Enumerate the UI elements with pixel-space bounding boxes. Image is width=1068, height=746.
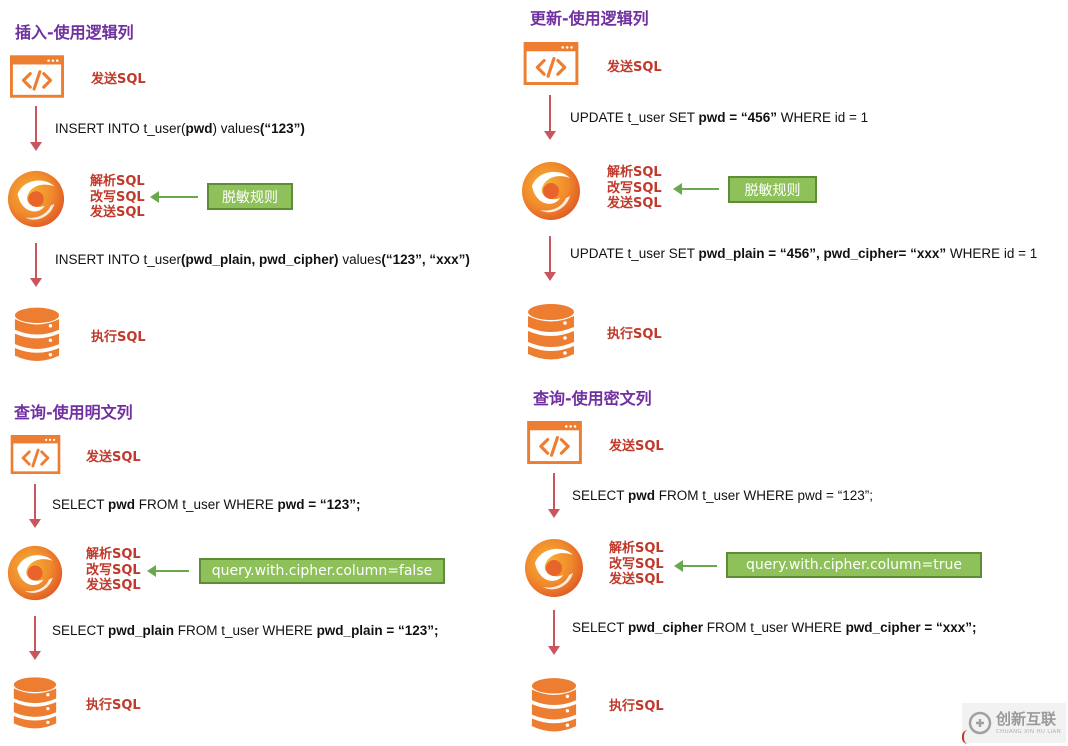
- update-panel-title: 更新-使用逻辑列: [530, 9, 649, 28]
- send-sql-label: 发送SQL: [607, 60, 662, 75]
- query-cipher-actual-sql: SELECT pwd_cipher FROM t_user WHERE pwd_…: [572, 620, 976, 635]
- sql-segment: FROM t_user WHERE: [174, 623, 317, 638]
- sql-segment: pwd_plain = “456”, pwd_cipher= “xxx”: [698, 246, 947, 261]
- send-sql-label: 发送SQL: [609, 439, 664, 454]
- sql-segment: WHERE id = 1: [776, 110, 869, 125]
- sql-segment: FROM t_user WHERE: [135, 497, 278, 512]
- down-arrow: [30, 243, 42, 287]
- send-sql-label: 发送SQL: [91, 72, 146, 87]
- send-sql-label: 发送SQL: [609, 572, 664, 587]
- encrypt-rule-box: 脱敏规则: [207, 183, 293, 210]
- encrypt-rule-box: 脱敏规则: [728, 176, 817, 203]
- process-labels: 解析SQL 改写SQL 发送SQL: [609, 541, 664, 588]
- left-arrow: [673, 183, 719, 195]
- query-plain-logical-sql: SELECT pwd FROM t_user WHERE pwd = “123”…: [52, 497, 360, 512]
- code-icon: [523, 42, 579, 85]
- code-icon: [9, 435, 62, 474]
- shardingsphere-logo-icon: [6, 544, 64, 602]
- query-config-box: query.with.cipher.column=false: [199, 558, 445, 584]
- watermark-accent: [962, 730, 970, 744]
- process-labels: 解析SQL 改写SQL 发送SQL: [607, 165, 662, 212]
- parse-sql-label: 解析SQL: [607, 165, 662, 180]
- sql-segment: SELECT: [52, 497, 109, 512]
- insert-actual-sql: INSERT INTO t_user(pwd_plain, pwd_cipher…: [55, 252, 470, 267]
- process-labels: 解析SQL 改写SQL 发送SQL: [86, 547, 141, 594]
- sql-segment: pwd_cipher: [628, 620, 704, 635]
- watermark: 创新互联 CHUANG XIN HU LIAN: [962, 703, 1066, 743]
- rewrite-sql-label: 改写SQL: [607, 180, 662, 196]
- down-arrow: [548, 610, 560, 655]
- send-sql-label: 发送SQL: [86, 450, 141, 465]
- sql-segment: SELECT: [572, 488, 629, 503]
- send-sql-label: 发送SQL: [90, 205, 145, 220]
- left-arrow: [674, 560, 717, 572]
- shardingsphere-logo-icon: [520, 160, 582, 222]
- sql-segment: pwd: [185, 121, 213, 136]
- insert-panel-title: 插入-使用逻辑列: [15, 23, 134, 42]
- down-arrow: [544, 236, 556, 281]
- sql-segment: (“123”): [259, 121, 305, 136]
- query-plain-panel-title: 查询-使用明文列: [14, 403, 133, 422]
- down-arrow: [29, 484, 41, 528]
- down-arrow: [30, 106, 42, 151]
- execute-sql-label: 执行SQL: [86, 698, 141, 713]
- sql-segment: INSERT INTO t_user(: [55, 121, 186, 136]
- code-icon: [527, 421, 582, 464]
- down-arrow: [544, 95, 556, 140]
- sql-segment: FROM t_user WHERE pwd = “123”;: [655, 488, 873, 503]
- sql-segment: UPDATE t_user SET: [570, 110, 699, 125]
- sql-segment: pwd: [628, 488, 656, 503]
- execute-sql-label: 执行SQL: [609, 699, 664, 714]
- insert-logical-sql: INSERT INTO t_user(pwd) values(“123”): [55, 121, 305, 136]
- database-icon: [526, 302, 576, 364]
- sql-segment: values: [338, 252, 382, 267]
- update-logical-sql: UPDATE t_user SET pwd = “456” WHERE id =…: [570, 110, 868, 125]
- query-cipher-panel-title: 查询-使用密文列: [533, 389, 652, 408]
- query-cipher-logical-sql: SELECT pwd FROM t_user WHERE pwd = “123”…: [572, 488, 873, 503]
- sql-segment: SELECT: [572, 620, 629, 635]
- update-actual-sql: UPDATE t_user SET pwd_plain = “456”, pwd…: [570, 246, 1037, 261]
- parse-sql-label: 解析SQL: [90, 174, 145, 189]
- database-icon: [13, 306, 61, 365]
- sql-segment: (“123”, “xxx”): [381, 252, 470, 267]
- sql-segment: pwd = “123”;: [277, 497, 361, 512]
- sql-segment: pwd_cipher = “xxx”;: [845, 620, 977, 635]
- sql-segment: FROM t_user WHERE: [703, 620, 846, 635]
- rewrite-sql-label: 改写SQL: [90, 189, 145, 205]
- shardingsphere-logo-icon: [6, 169, 66, 229]
- down-arrow: [548, 473, 560, 518]
- watermark-subtitle: CHUANG XIN HU LIAN: [996, 729, 1062, 735]
- sql-segment: SELECT: [52, 623, 109, 638]
- sql-segment: WHERE id = 1: [946, 246, 1038, 261]
- watermark-name: 创新互联: [996, 710, 1057, 728]
- parse-sql-label: 解析SQL: [609, 541, 664, 556]
- sql-segment: pwd: [108, 497, 136, 512]
- left-arrow: [150, 191, 198, 203]
- send-sql-label: 发送SQL: [607, 196, 662, 211]
- rewrite-sql-label: 改写SQL: [609, 556, 664, 572]
- code-icon: [10, 55, 64, 98]
- sql-segment: (pwd_plain, pwd_cipher): [181, 252, 339, 267]
- execute-sql-label: 执行SQL: [91, 330, 146, 345]
- query-config-box: query.with.cipher.column=true: [726, 552, 982, 578]
- send-sql-label: 发送SQL: [86, 578, 141, 593]
- shardingsphere-logo-icon: [523, 537, 585, 599]
- rewrite-sql-label: 改写SQL: [86, 562, 141, 578]
- execute-sql-label: 执行SQL: [607, 327, 662, 342]
- sql-segment: INSERT INTO t_user: [55, 252, 182, 267]
- database-icon: [530, 675, 578, 737]
- watermark-logo-icon: [968, 711, 992, 735]
- sql-segment: pwd_plain = “123”;: [316, 623, 439, 638]
- left-arrow: [147, 565, 189, 577]
- sql-segment: pwd = “456”: [698, 110, 777, 125]
- database-icon: [12, 675, 58, 733]
- sql-segment: ) values: [212, 121, 260, 136]
- sql-segment: UPDATE t_user SET: [570, 246, 699, 261]
- down-arrow: [29, 616, 41, 660]
- process-labels: 解析SQL 改写SQL 发送SQL: [90, 174, 145, 221]
- sql-segment: pwd_plain: [108, 623, 175, 638]
- parse-sql-label: 解析SQL: [86, 547, 141, 562]
- query-plain-actual-sql: SELECT pwd_plain FROM t_user WHERE pwd_p…: [52, 623, 438, 638]
